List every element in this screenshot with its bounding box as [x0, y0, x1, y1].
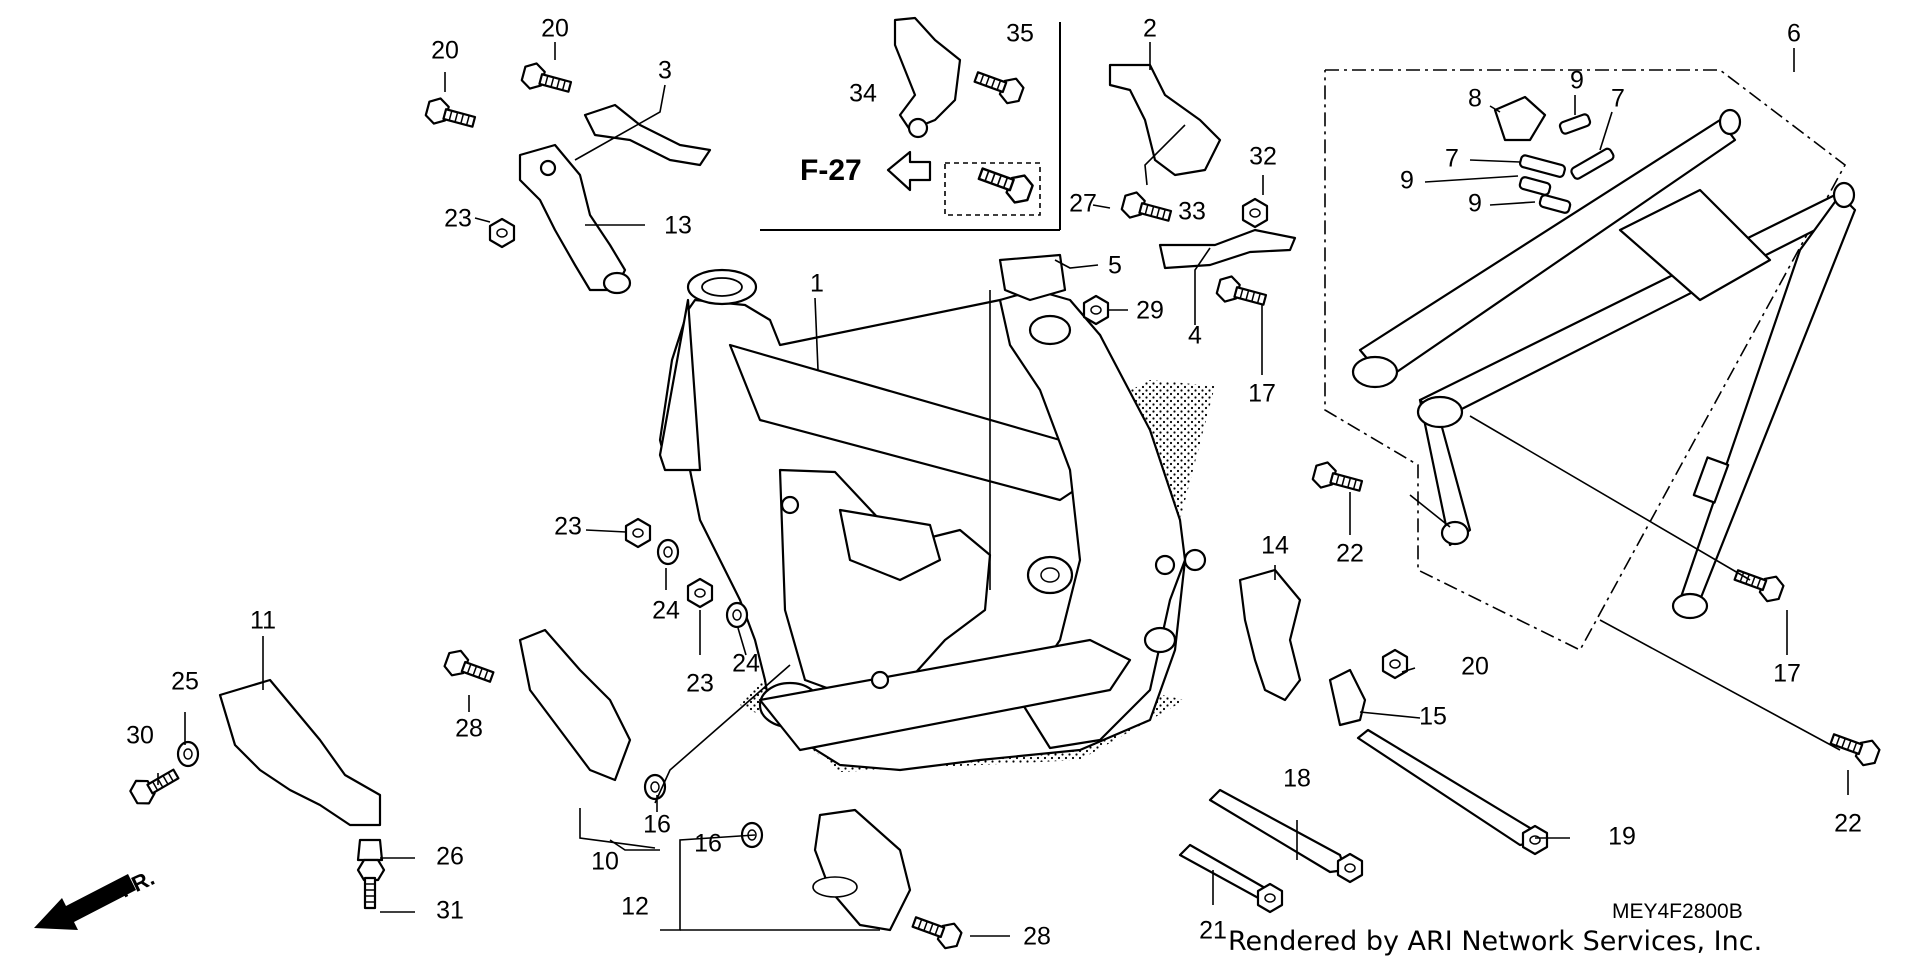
- callout-33: 33: [1178, 198, 1206, 226]
- callout-17a: 17: [1248, 380, 1276, 408]
- callout-18: 18: [1283, 765, 1311, 793]
- callout-19: 19: [1608, 823, 1636, 851]
- callout-9b: 9: [1400, 167, 1414, 195]
- callout-23c: 23: [686, 670, 714, 698]
- callout-10: 10: [591, 848, 619, 876]
- main-frame: [658, 268, 1207, 772]
- callout-27: 27: [1069, 190, 1097, 218]
- callout-14: 14: [1261, 532, 1289, 560]
- callout-16a: 16: [643, 811, 671, 839]
- callout-26: 26: [436, 843, 464, 871]
- reference-label: F-27: [800, 154, 862, 187]
- right-brackets: [1238, 568, 1367, 727]
- front-direction-marker: FR.: [34, 865, 158, 930]
- callout-34: 34: [849, 80, 877, 108]
- callout-30: 30: [126, 722, 154, 750]
- callout-20c: 20: [1461, 653, 1489, 681]
- callout-20a: 20: [431, 37, 459, 65]
- leader-lines: [157, 42, 1849, 937]
- subframe-pads: [1493, 95, 1615, 214]
- callout-13: 13: [664, 212, 692, 240]
- callout-2: 2: [1143, 15, 1157, 43]
- callout-31: 31: [436, 897, 464, 925]
- callout-12: 12: [621, 893, 649, 921]
- callout-17b: 17: [1773, 660, 1801, 688]
- fasteners: [126, 59, 1883, 953]
- callout-6: 6: [1787, 20, 1801, 48]
- callout-22a: 22: [1336, 540, 1364, 568]
- callout-9a: 9: [1570, 67, 1584, 95]
- callout-3: 3: [658, 57, 672, 85]
- reference-arrow-icon: [886, 150, 932, 192]
- callout-21: 21: [1199, 917, 1227, 945]
- upper-mid-brackets: [998, 63, 1297, 302]
- long-bolts: [1178, 728, 1549, 914]
- credit-line: Rendered by ARI Network Services, Inc.: [1228, 926, 1762, 957]
- callout-8: 8: [1468, 85, 1482, 113]
- callout-7b: 7: [1445, 145, 1459, 173]
- callout-9c: 9: [1468, 190, 1482, 218]
- callout-7a: 7: [1611, 85, 1625, 113]
- callout-29: 29: [1136, 297, 1164, 325]
- drawing-code: MEY4F2800B: [1612, 900, 1743, 923]
- callout-22b: 22: [1834, 810, 1862, 838]
- front-arrow-icon: [34, 874, 136, 930]
- guards-and-covers: [218, 628, 912, 932]
- callout-24a: 24: [652, 597, 680, 625]
- callout-23b: 23: [554, 513, 582, 541]
- callout-25: 25: [171, 668, 199, 696]
- callout-28b: 28: [1023, 923, 1051, 951]
- callout-23a: 23: [444, 205, 472, 233]
- callout-16b: 16: [694, 830, 722, 858]
- callout-32: 32: [1249, 143, 1277, 171]
- callout-11: 11: [250, 607, 276, 635]
- callouts: 1 2 3 4 5 6 7 7 8 9 9 9 10 11 12 13 14 1…: [126, 15, 1862, 951]
- inset-f27: F-27: [760, 16, 1061, 231]
- callout-28a: 28: [455, 715, 483, 743]
- callout-35: 35: [1006, 20, 1034, 48]
- callout-5: 5: [1108, 252, 1122, 280]
- callout-4: 4: [1188, 322, 1202, 350]
- callout-24b: 24: [732, 650, 760, 678]
- subframe-box: [1324, 69, 1857, 652]
- callout-20b: 20: [541, 15, 569, 43]
- callout-1: 1: [810, 270, 824, 298]
- callout-15: 15: [1419, 703, 1447, 731]
- upper-left-brackets: [518, 103, 712, 295]
